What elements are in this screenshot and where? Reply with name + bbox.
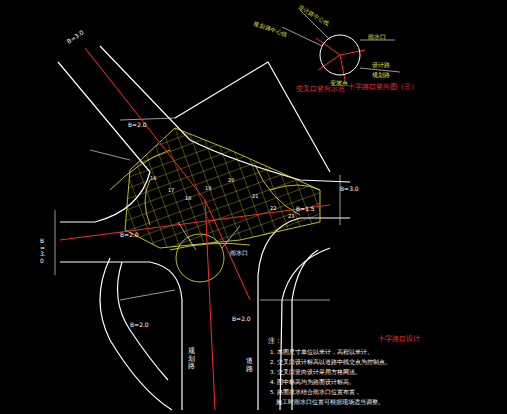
drawing-label: 十字路口设计	[378, 336, 420, 344]
drawing-label: 雨水口	[368, 34, 386, 40]
drawing-label: B=2.0	[120, 232, 139, 239]
drawing-label: 道路	[246, 358, 253, 373]
drawing-label: 交叉口竖向示意	[296, 86, 345, 93]
drawing-label: 17	[168, 188, 174, 194]
drawing-label: 16	[150, 176, 156, 182]
drawing-label: 规划路	[188, 348, 195, 371]
drawing-label: 18	[185, 196, 191, 202]
drawing-label: 1. 本图尺寸单位以米计，高程以米计。	[270, 349, 373, 355]
drawing-label: 雨水口	[230, 250, 248, 257]
drawing-label: 20	[228, 178, 234, 184]
drawing-label: 2. 交叉口设计标高以道路中线交点为控制点。	[270, 359, 391, 365]
drawing-label: 设计路	[372, 62, 390, 68]
drawing-label: B=1.5	[296, 206, 315, 213]
drawing-label: 规划路中心线	[253, 20, 289, 38]
drawing-label: 23	[288, 214, 294, 220]
drawing-label: 22	[270, 206, 276, 212]
drawing-label: 4. 图中标高均为路面设计标高。	[270, 379, 355, 385]
drawing-label: 施工时雨水口位置可根据现场适当调整。	[276, 399, 384, 405]
drawing-label: B=2.0	[232, 316, 251, 323]
drawing-label: B=3.0	[340, 186, 359, 193]
drawing-label: 5. 路面排水结合雨水口位置布置，	[270, 389, 361, 395]
drawing-label: 变坡点	[330, 80, 348, 86]
drawing-label: 规划路	[372, 72, 390, 78]
drawing-label: 十字路口竖向图（三）	[348, 84, 418, 91]
drawing-label: B=2.0	[130, 322, 149, 329]
drawing-label: B=3.0	[66, 29, 85, 45]
drawing-label: 19	[205, 186, 211, 192]
drawing-label: B=2.0	[128, 122, 147, 129]
drawing-label: 21	[252, 194, 258, 200]
drawing-label: B=3.0	[40, 238, 46, 264]
drawing-label: 3. 交叉口竖向设计采用方格网法。	[270, 369, 361, 375]
drawing-label: 注：	[268, 338, 282, 345]
